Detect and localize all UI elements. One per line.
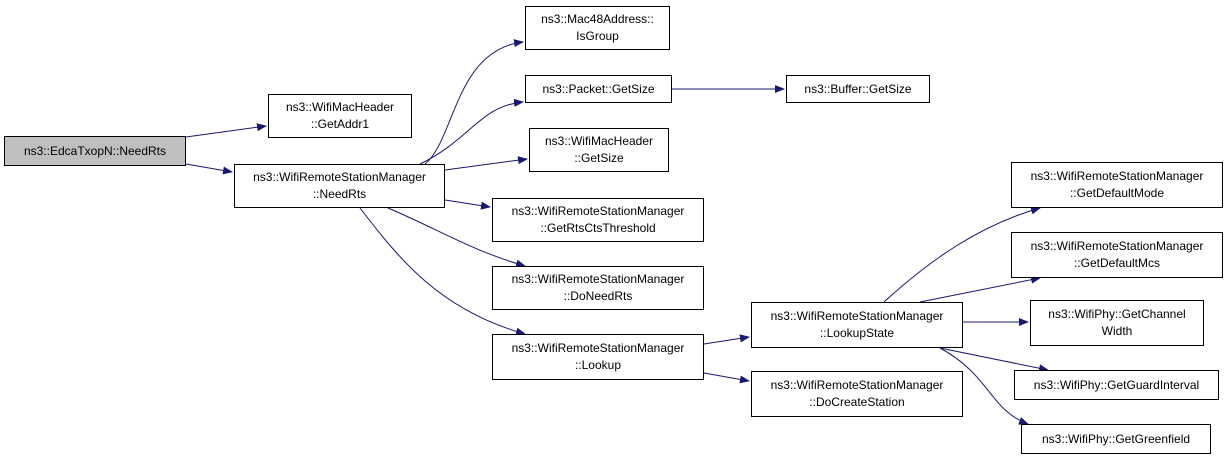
edge-lookupstate-to-getgreenfield bbox=[939, 347, 1029, 425]
node-getdefaultmode[interactable]: ns3::WifiRemoteStationManager::GetDefaul… bbox=[1011, 162, 1223, 208]
node-label-line: ::Lookup bbox=[574, 358, 622, 372]
node-label-line: ns3::WifiRemoteStationManager bbox=[511, 204, 685, 218]
edge-lookup-to-docreatestation bbox=[703, 372, 750, 384]
node-needrts[interactable]: ns3::WifiRemoteStationManager::NeedRts bbox=[234, 164, 445, 208]
node-label-line: ns3::EdcaTxopN::NeedRts bbox=[23, 143, 167, 158]
edge-needrts-to-header_getsize bbox=[444, 156, 528, 171]
edge-needrts-to-packet_getsize bbox=[419, 98, 524, 165]
node-label-line: ns3::WifiRemoteStationManager bbox=[511, 272, 685, 286]
node-label-line: ns3::Mac48Address:: bbox=[541, 12, 654, 26]
node-doneedrts[interactable]: ns3::WifiRemoteStationManager::DoNeedRts bbox=[492, 266, 704, 310]
edge-root-to-getaddr1 bbox=[185, 123, 267, 138]
node-getguardinterval[interactable]: ns3::WifiPhy::GetGuardInterval bbox=[1014, 370, 1219, 400]
node-buffer_getsize[interactable]: ns3::Buffer::GetSize bbox=[786, 75, 930, 103]
node-label-line: IsGroup bbox=[576, 29, 619, 43]
edge-needrts-to-lookup bbox=[359, 207, 526, 336]
node-label-line: ns3::WifiRemoteStationManager bbox=[253, 170, 426, 184]
node-label-line: ::DoNeedRts bbox=[563, 289, 633, 303]
node-getrtsctsthreshold[interactable]: ns3::WifiRemoteStationManager::GetRtsCts… bbox=[492, 198, 704, 242]
edge-needrts-to-getrtsctsthreshold bbox=[444, 199, 491, 210]
node-label-line: ns3::WifiRemoteStationManager bbox=[1030, 169, 1204, 183]
node-label-line: ns3::WifiPhy::GetGreenfield bbox=[1041, 431, 1191, 446]
node-label-line: ::DoCreateStation bbox=[809, 395, 905, 409]
edge-lookupstate-to-getdefaultmode bbox=[883, 206, 1041, 303]
node-label-line: ns3::WifiMacHeader bbox=[285, 100, 395, 114]
node-label-line: Width bbox=[1101, 324, 1133, 338]
edge-lookupstate-to-getdefaultmcs bbox=[919, 275, 1041, 303]
node-label-line: ::GetDefaultMcs bbox=[1073, 256, 1161, 270]
node-label-line: ns3::Packet::GetSize bbox=[542, 81, 655, 96]
edge-needrts-to-isgroup bbox=[424, 39, 524, 165]
node-getgreenfield[interactable]: ns3::WifiPhy::GetGreenfield bbox=[1021, 424, 1211, 454]
node-getdefaultmcs[interactable]: ns3::WifiRemoteStationManager::GetDefaul… bbox=[1011, 232, 1223, 278]
node-label-line: ns3::WifiMacHeader bbox=[544, 134, 654, 148]
node-header_getsize[interactable]: ns3::WifiMacHeader::GetSize bbox=[529, 128, 669, 172]
node-getaddr1[interactable]: ns3::WifiMacHeader::GetAddr1 bbox=[268, 94, 412, 138]
node-label-line: ns3::WifiPhy::GetGuardInterval bbox=[1033, 377, 1200, 392]
node-lookupstate[interactable]: ns3::WifiRemoteStationManager::LookupSta… bbox=[751, 302, 963, 348]
node-packet_getsize[interactable]: ns3::Packet::GetSize bbox=[525, 75, 672, 103]
node-label-line: ::GetRtsCtsThreshold bbox=[540, 221, 656, 235]
node-label-line: ::GetDefaultMode bbox=[1069, 186, 1165, 200]
edge-lookup-to-lookupstate bbox=[703, 334, 750, 345]
node-label-line: ::NeedRts bbox=[312, 187, 367, 201]
node-label-line: ::GetAddr1 bbox=[310, 117, 370, 131]
node-root: ns3::EdcaTxopN::NeedRts bbox=[4, 136, 186, 166]
node-label-line: ns3::WifiRemoteStationManager bbox=[1030, 239, 1204, 253]
edge-root-to-needrts bbox=[185, 163, 233, 175]
node-lookup[interactable]: ns3::WifiRemoteStationManager::Lookup bbox=[492, 334, 704, 380]
edge-needrts-to-doneedrts bbox=[387, 207, 526, 268]
node-label-line: ns3::Buffer::GetSize bbox=[804, 81, 912, 96]
node-label-line: ::LookupState bbox=[819, 326, 895, 340]
node-docreatestation[interactable]: ns3::WifiRemoteStationManager::DoCreateS… bbox=[751, 371, 963, 417]
node-label-line: ns3::WifiRemoteStationManager bbox=[770, 309, 944, 323]
node-label-line: ::GetSize bbox=[574, 151, 624, 165]
edge-lookupstate-to-getguardinterval bbox=[939, 347, 1049, 373]
node-label-line: ns3::WifiRemoteStationManager bbox=[511, 341, 685, 355]
node-label-line: ns3::WifiRemoteStationManager bbox=[770, 378, 944, 392]
node-label-line: ns3::WifiPhy::GetChannel bbox=[1048, 307, 1186, 321]
node-isgroup[interactable]: ns3::Mac48Address::IsGroup bbox=[525, 6, 670, 50]
